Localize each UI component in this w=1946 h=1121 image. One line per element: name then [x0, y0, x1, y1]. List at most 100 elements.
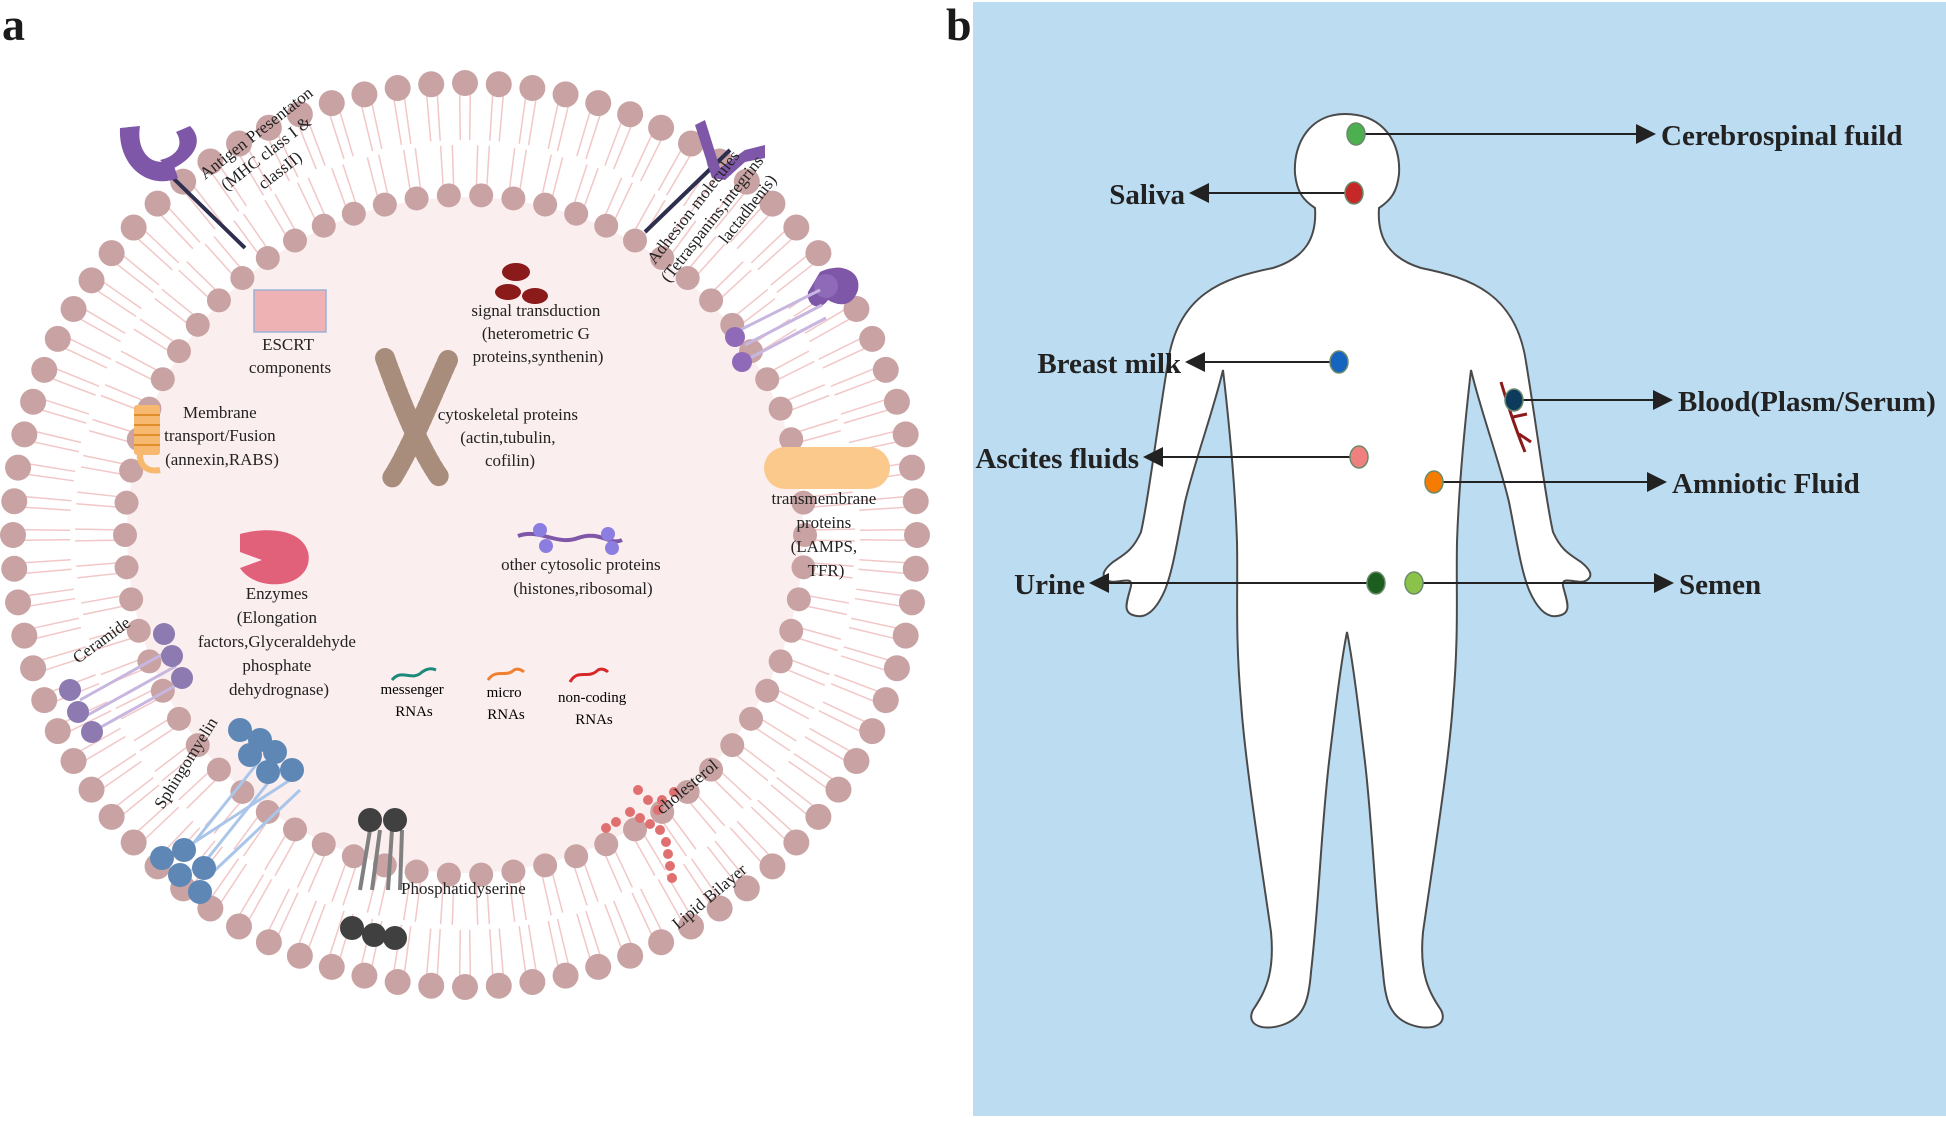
- lipid-tail: [550, 868, 564, 913]
- mhc-molecule-icon: [119, 126, 247, 250]
- lipid-tail: [788, 760, 828, 789]
- lipid-tail: [632, 193, 656, 235]
- lipid-tail: [783, 667, 826, 687]
- lipid-head: [384, 75, 411, 102]
- lipid-tail: [657, 879, 683, 921]
- lipid-head: [485, 972, 512, 999]
- blood-label: Blood(Plasm/Serum): [1678, 386, 1936, 418]
- escrt-icon: [253, 289, 327, 333]
- lipid-tail: [613, 900, 633, 945]
- lipid-tail: [786, 657, 830, 676]
- lipid-head: [351, 962, 378, 989]
- adhesion-molecule-icon: [643, 120, 765, 234]
- lipid-head: [648, 114, 675, 141]
- lipid-tail: [328, 910, 345, 956]
- lipid-tail: [714, 192, 746, 230]
- lipid-tail: [68, 337, 112, 361]
- lipid-head: [98, 240, 125, 267]
- lipid-tail: [518, 926, 527, 973]
- lipid-tail: [657, 149, 683, 191]
- lipid-tail: [80, 466, 126, 476]
- lipid-head: [452, 70, 478, 96]
- lipid-tail: [804, 735, 846, 762]
- lipid-head: [594, 832, 619, 857]
- lipid-head: [564, 844, 589, 869]
- lipid-head: [5, 454, 32, 481]
- lipid-tail: [783, 383, 826, 403]
- lipid-tail: [694, 243, 726, 279]
- cytoskeleton-icon: [375, 348, 458, 488]
- lipid-head: [779, 427, 804, 452]
- lipid-tail: [27, 588, 74, 597]
- lipid-tail: [458, 93, 462, 141]
- lipid-tail: [402, 149, 412, 195]
- lipid-tail: [468, 93, 472, 141]
- lipid-head: [786, 587, 811, 612]
- lipid-tail: [451, 145, 455, 191]
- membrane-transport-label: Membrane transport/Fusion (annexin,RABS): [164, 403, 280, 469]
- lipid-tail: [80, 594, 126, 604]
- blood-dot: [1504, 388, 1524, 412]
- lipid-head: [226, 130, 252, 157]
- transmembrane-proteins-label: transmembrane proteins (LAMPS, TFR): [771, 489, 880, 580]
- lipid-tail: [508, 877, 516, 922]
- lipid-tail: [84, 308, 126, 335]
- lipid-head: [783, 829, 810, 856]
- lipid-tail: [602, 177, 623, 220]
- lipid-tail: [498, 928, 505, 976]
- enzyme-icon: [240, 530, 309, 585]
- lipid-head: [883, 655, 910, 682]
- lipid-tail: [154, 743, 192, 773]
- lipid-tail: [632, 835, 656, 877]
- lipid-tail: [556, 918, 570, 965]
- lipid-head: [255, 246, 280, 271]
- lipid-head: [699, 288, 724, 313]
- phosphatidylserine-icon: [340, 808, 407, 950]
- lipid-head: [825, 776, 852, 803]
- urine-label: Urine: [1014, 569, 1085, 601]
- lipid-tail: [425, 928, 432, 976]
- lipid-tail: [489, 929, 494, 977]
- lipid-tail: [28, 463, 76, 473]
- lipid-tail: [802, 604, 847, 616]
- lipid-head: [44, 325, 71, 352]
- lipid-head: [648, 929, 675, 956]
- panel-b-letter: b: [946, 0, 972, 50]
- lipid-tail: [668, 220, 697, 258]
- semen-label: Semen: [1679, 569, 1761, 601]
- lipid-head: [286, 942, 313, 969]
- lipid-tail: [859, 559, 907, 564]
- lipid-head: [617, 101, 644, 128]
- lipid-tail: [822, 701, 866, 723]
- lipid-tail: [122, 254, 160, 286]
- lipid-head: [452, 974, 478, 1000]
- micro-rna-icon: [486, 667, 526, 681]
- lipid-head: [904, 522, 930, 548]
- lipid-tail: [192, 185, 224, 224]
- lipid-head: [283, 228, 307, 253]
- lipid-tail: [75, 539, 121, 542]
- lipid-tail: [859, 538, 907, 542]
- lipid-head: [436, 862, 461, 887]
- lipid-tail: [750, 229, 786, 264]
- lipid-tail: [88, 626, 133, 640]
- lipid-tail: [809, 528, 855, 531]
- lipid-tail: [604, 904, 623, 949]
- lipid-head: [255, 799, 280, 824]
- lipid-head: [114, 555, 139, 580]
- lipid-tail: [277, 892, 299, 936]
- lipid-head: [206, 757, 231, 782]
- lipid-tail: [186, 261, 220, 294]
- lipid-tail: [809, 727, 851, 753]
- lipid-tail: [804, 308, 846, 335]
- lipid-tail: [120, 697, 162, 720]
- lipid-tail: [307, 850, 328, 893]
- lipid-head: [779, 618, 804, 643]
- lipid-head: [843, 748, 870, 774]
- lipid-tail: [604, 121, 623, 166]
- lipid-tail: [393, 98, 403, 146]
- lipid-tail: [274, 835, 298, 877]
- lipid-tail: [23, 506, 71, 511]
- lipid-tail: [264, 199, 289, 240]
